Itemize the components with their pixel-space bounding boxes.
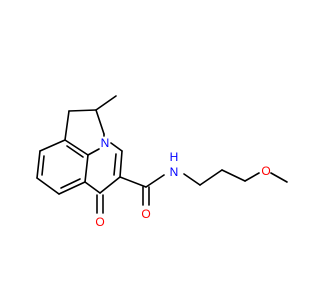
- bond: [64, 110, 70, 141]
- bond: [183, 173, 201, 186]
- bond: [58, 181, 86, 195]
- bond: [244, 172, 260, 182]
- bond-double-inner: [113, 153, 117, 176]
- amide-group: [119, 174, 165, 206]
- pyridone-ring: [84, 142, 123, 194]
- bond: [119, 176, 147, 188]
- bond-double-inner: [41, 155, 45, 176]
- bond: [110, 142, 123, 152]
- bond: [221, 169, 246, 182]
- bond: [64, 139, 89, 156]
- amide-nitrogen-label: N: [170, 165, 179, 179]
- bond: [68, 109, 97, 112]
- background: [0, 0, 300, 300]
- bond: [84, 154, 89, 183]
- bond: [99, 176, 121, 194]
- bond-double-inner: [60, 178, 81, 189]
- bond: [145, 174, 165, 188]
- bond: [39, 139, 66, 152]
- molecule-structure: N O O N H O: [0, 0, 300, 300]
- molecule-canvas: N O O N H O: [0, 0, 300, 300]
- five-membered-ring: [64, 95, 117, 156]
- bond: [119, 150, 123, 178]
- amide-oxygen-label: O: [141, 207, 150, 221]
- bond: [84, 181, 101, 194]
- bond-double-inner: [66, 145, 84, 158]
- nitrogen-ring-label: N: [101, 136, 110, 150]
- bond: [87, 148, 100, 156]
- bond: [199, 169, 223, 186]
- bond: [36, 177, 60, 195]
- bond: [95, 109, 105, 135]
- benzene-ring: [36, 139, 89, 195]
- ketone-oxygen-label: O: [95, 215, 104, 229]
- methyl-bond: [95, 95, 117, 111]
- ether-oxygen-label: O: [261, 164, 270, 178]
- bond: [36, 150, 41, 179]
- bond: [270, 172, 288, 183]
- ketone-group: [96, 194, 104, 214]
- methoxypropyl-chain: [183, 169, 288, 186]
- amide-hydrogen-label: H: [170, 150, 179, 164]
